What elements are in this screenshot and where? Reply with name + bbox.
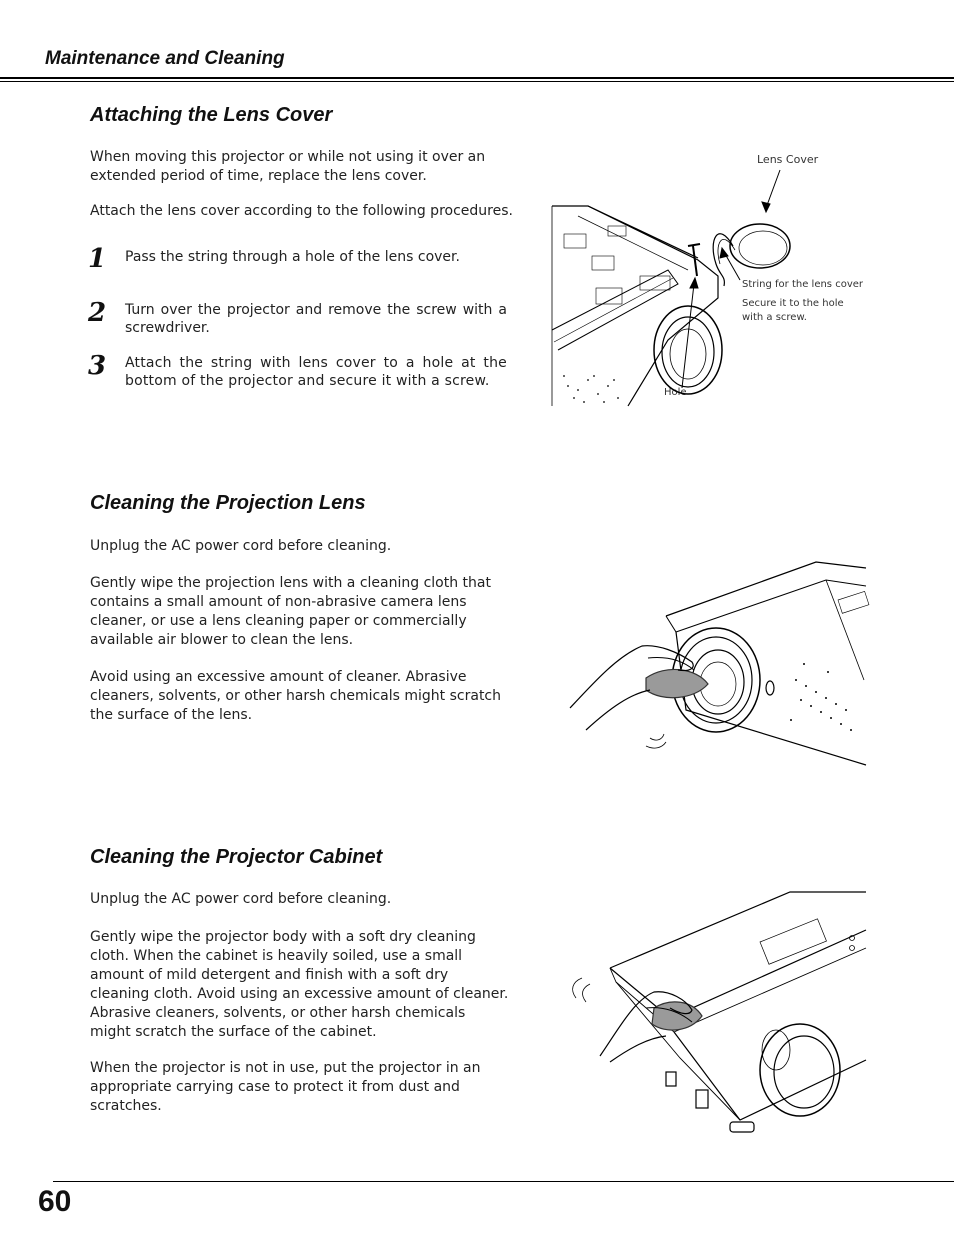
label-string: String for the lens cover — [742, 279, 863, 290]
step-text: Pass the string through a hole of the le… — [125, 249, 460, 265]
label-secure: Secure it to the hole with a screw. — [742, 298, 844, 323]
header-rule-thin — [0, 81, 954, 82]
cleaning-cabinet-p1: Unplug the AC power cord before cleaning… — [90, 891, 392, 907]
lens-cover-procedure-note: Attach the lens cover according to the f… — [90, 203, 513, 219]
page-number: 60 — [38, 1185, 72, 1218]
section-title-cleaning-lens: Cleaning the Projection Lens — [90, 492, 366, 514]
section-title-lens-cover: Attaching the Lens Cover — [90, 104, 333, 126]
section-title-cleaning-cabinet: Cleaning the Projector Cabinet — [90, 846, 383, 868]
label-hole: Hole — [664, 387, 687, 398]
step-number: 2 — [88, 298, 107, 328]
cleaning-cabinet-p2: Gently wipe the projector body with a so… — [90, 929, 509, 1040]
step-text: Attach the string with lens cover to a h… — [125, 355, 507, 389]
header-rule — [0, 77, 954, 79]
cabinet-cleaning-illustration — [572, 891, 867, 1133]
step-number: 3 — [88, 351, 107, 381]
running-header: Maintenance and Cleaning — [45, 48, 285, 69]
lens-cover-intro: When moving this projector or while not … — [90, 149, 486, 184]
step-text: Turn over the projector and remove the s… — [125, 302, 507, 336]
footer-rule — [53, 1181, 954, 1182]
cleaning-cabinet-p3: When the projector is not in use, put th… — [90, 1060, 481, 1114]
lens-cover-illustration — [551, 169, 791, 407]
cleaning-lens-p1: Unplug the AC power cord before cleaning… — [90, 538, 392, 554]
cleaning-lens-p2: Gently wipe the projection lens with a c… — [90, 575, 491, 648]
lens-cleaning-illustration — [569, 561, 870, 766]
cleaning-lens-p3: Avoid using an excessive amount of clean… — [90, 669, 501, 723]
step-number: 1 — [88, 244, 107, 274]
label-lens-cover: Lens Cover — [757, 153, 819, 166]
